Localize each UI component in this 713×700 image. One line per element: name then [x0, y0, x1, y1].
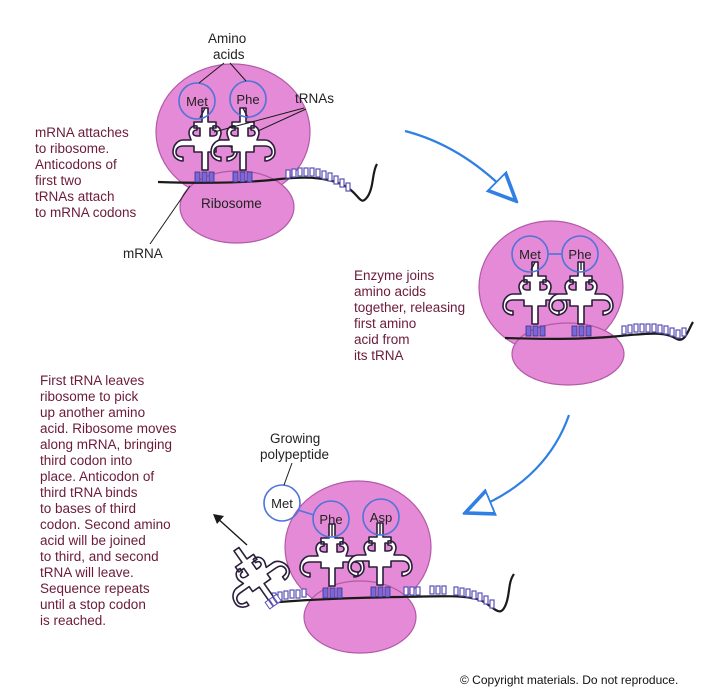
mrna-strand: [504, 321, 694, 341]
departing-trna-arrow: [215, 516, 248, 546]
process-arrow-2: [477, 414, 571, 508]
svg-text:until a stop codon: until a stop codon: [40, 597, 146, 612]
svg-text:ribosome to pick: ribosome to pick: [40, 389, 139, 404]
svg-text:together, releasing: together, releasing: [354, 300, 465, 315]
amino-acid-phe-circle: [561, 235, 599, 273]
svg-text:Anticodons of: Anticodons of: [35, 157, 117, 172]
amino-acid-met-label: Met: [271, 496, 293, 511]
svg-text:up another amino: up another amino: [40, 405, 145, 420]
pointer-trnas-1: [213, 107, 305, 133]
mrna-bases: [285, 167, 351, 192]
amino-acid-met-label: Met: [186, 94, 208, 109]
svg-text:tRNAs attach: tRNAs attach: [35, 189, 115, 204]
svg-text:Sequence repeats: Sequence repeats: [40, 581, 150, 596]
panel-1: Met Phe Amino acids tRNAs Ribosome mRNA …: [35, 31, 378, 261]
svg-text:third codon into: third codon into: [40, 453, 132, 468]
svg-text:mRNA attaches: mRNA attaches: [35, 125, 129, 140]
svg-text:First tRNA leaves: First tRNA leaves: [40, 373, 145, 388]
pointer-amino-acids-1: [198, 62, 225, 84]
panel-3: Met Phe Asp Growing polypeptide First tR…: [40, 373, 515, 654]
amino-acid-met-circle: [263, 484, 301, 522]
svg-text:its tRNA: its tRNA: [354, 348, 404, 363]
pointer-trnas-2: [257, 108, 307, 132]
label-amino-acids-line2: acids: [213, 47, 245, 62]
pointer-growing-polypeptide: [283, 462, 293, 486]
svg-text:along mRNA, bringing: along mRNA, bringing: [40, 437, 172, 452]
amino-acid-asp-circle: [362, 498, 400, 536]
label-trnas: tRNAs: [295, 91, 334, 106]
amino-acid-phe-label: Phe: [568, 247, 591, 262]
label-growing-line2: polypeptide: [260, 447, 329, 462]
panel-2-caption: Enzyme joins amino acids together, relea…: [354, 268, 465, 363]
amino-acid-asp-label: Asp: [370, 510, 392, 525]
svg-text:first amino: first amino: [354, 316, 416, 331]
process-arrow-1: [404, 129, 507, 192]
copyright-notice: © Copyright materials. Do not reproduce.: [460, 673, 678, 687]
svg-text:codon. Second amino: codon. Second amino: [40, 517, 171, 532]
mrna-bases: [271, 585, 495, 609]
codon-bases: [322, 586, 391, 599]
svg-text:third tRNA binds: third tRNA binds: [40, 485, 138, 500]
label-growing-line1: Growing: [270, 431, 320, 446]
svg-text:is reached.: is reached.: [40, 613, 106, 628]
amino-acid-phe-label: Phe: [236, 92, 259, 107]
svg-text:tRNA will leave.: tRNA will leave.: [40, 565, 134, 580]
svg-text:place. Anticodon of: place. Anticodon of: [40, 469, 154, 484]
panel-2: Met Phe Enzyme joins amino acids togethe…: [354, 220, 694, 386]
svg-text:to ribosome.: to ribosome.: [35, 141, 109, 156]
pointer-mrna: [149, 185, 191, 245]
svg-text:to bases of third: to bases of third: [40, 501, 136, 516]
svg-text:acid. Ribosome moves: acid. Ribosome moves: [40, 421, 177, 436]
svg-text:to third, and second: to third, and second: [40, 549, 159, 564]
svg-text:amino acids: amino acids: [354, 284, 426, 299]
amino-acid-met-label: Met: [519, 247, 541, 262]
svg-text:acid from: acid from: [354, 332, 410, 347]
panel-1-caption: mRNA attaches to ribosome. Anticodons of…: [35, 125, 137, 220]
label-ribosome: Ribosome: [201, 196, 262, 211]
peptide-bond-1: [297, 509, 315, 516]
departing-trna: [209, 530, 300, 620]
codon-bases: [525, 325, 592, 337]
label-amino-acids-line1: Amino: [208, 31, 246, 46]
amino-acid-phe-label: Phe: [319, 512, 342, 527]
amino-acid-phe-circle: [229, 80, 267, 118]
svg-text:acid will be joined: acid will be joined: [40, 533, 146, 548]
ribosome-small-subunit: [179, 170, 295, 244]
amino-acid-met-circle: [178, 82, 216, 120]
amino-acid-phe-circle: [312, 500, 350, 538]
pointer-amino-acids-2: [229, 62, 247, 82]
mrna-bases: [621, 323, 687, 339]
svg-text:to mRNA codons: to mRNA codons: [35, 205, 137, 220]
label-mrna: mRNA: [123, 246, 163, 261]
panel-3-caption: First tRNA leaves ribosome to pick up an…: [40, 373, 177, 628]
svg-text:first two: first two: [35, 173, 82, 188]
svg-text:Enzyme joins: Enzyme joins: [354, 268, 435, 283]
codon-bases: [194, 171, 253, 183]
ribosome-small-subunit: [303, 580, 417, 654]
